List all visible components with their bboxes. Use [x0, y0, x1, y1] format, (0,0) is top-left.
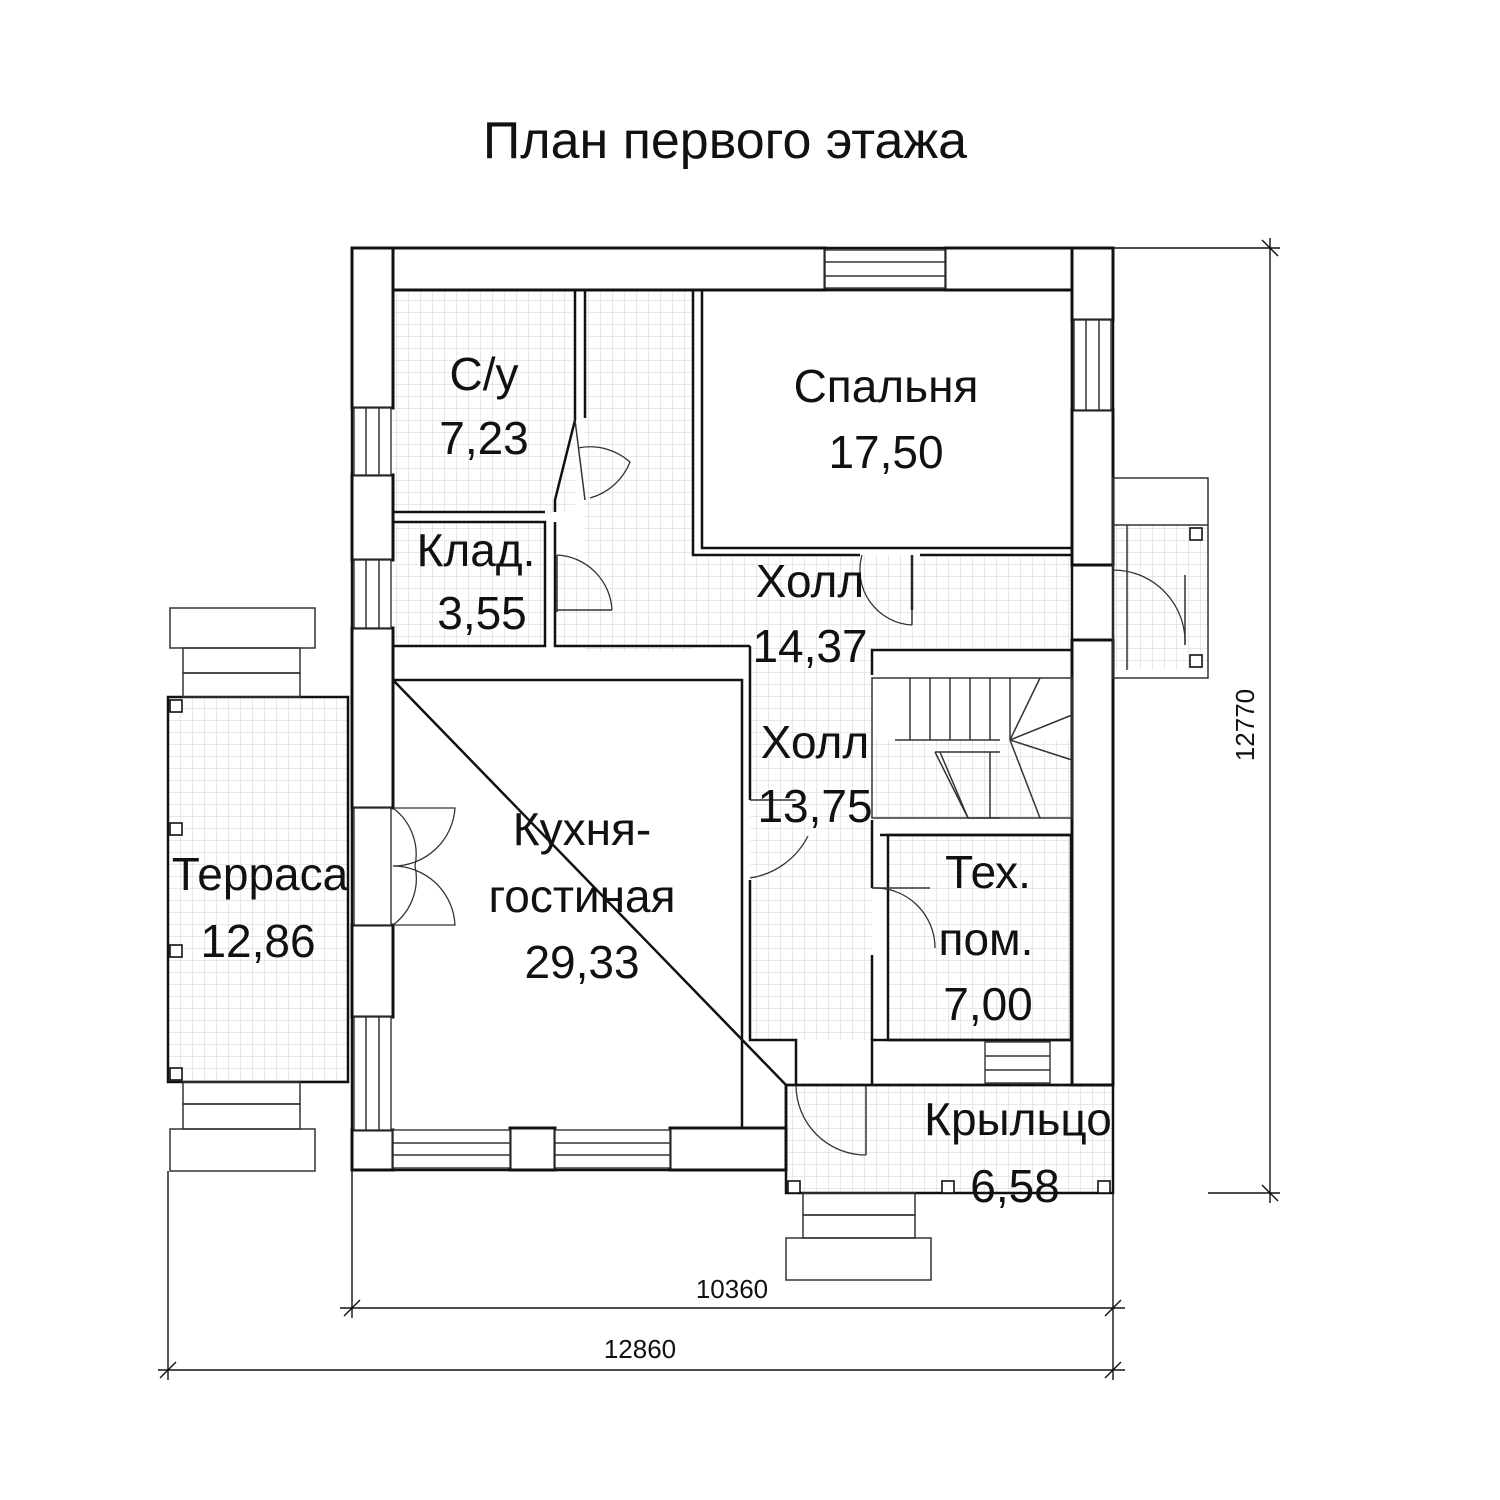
room-labels: С/у 7,23 Спальня 17,50 Клад. 3,55 Холл 1…: [172, 348, 1112, 1212]
door-kitchen-hall: [749, 799, 809, 879]
window-storage: [353, 559, 392, 629]
door-porch: [795, 1084, 867, 1156]
room-terrace-area: 12,86: [200, 915, 315, 967]
tiled-floors: [168, 290, 1208, 1193]
plan-title: План первого этажа: [483, 112, 967, 170]
room-hall-upper-name: Холл: [756, 555, 864, 607]
porch-post: [1097, 1180, 1111, 1194]
door-bathroom: [574, 419, 631, 501]
room-hall-upper-area: 14,37: [752, 620, 867, 672]
terrace-post: [169, 699, 183, 713]
wall-piers: [350, 246, 1115, 1172]
staircase: [871, 677, 1073, 819]
window-kitchen-west: [353, 1016, 392, 1131]
room-bathroom-area: 7,23: [439, 412, 529, 464]
terrace: [166, 607, 350, 1172]
window-top: [824, 249, 946, 289]
room-kitchen-area: 29,33: [524, 936, 639, 988]
room-hall-lower-name: Холл: [761, 716, 869, 768]
room-tech-area: 7,00: [943, 978, 1033, 1030]
room-kitchen-name-1: Кухня-: [513, 803, 651, 855]
door-terrace-double: [353, 807, 456, 926]
window-bedroom-east: [1073, 319, 1112, 411]
room-bedroom-name: Спальня: [794, 360, 979, 412]
east-entrance: [1112, 477, 1209, 679]
window-kitchen-south-1: [392, 1129, 511, 1169]
room-hall-lower-area: 13,75: [757, 780, 872, 832]
door-bedroom: [859, 554, 913, 626]
room-kitchen-name-2: гостиная: [488, 870, 675, 922]
window-bathroom: [353, 407, 392, 476]
room-bathroom-name: С/у: [450, 348, 519, 400]
window-tech-south: [984, 1041, 1051, 1084]
entrance-post: [1189, 654, 1203, 668]
porch-post: [787, 1180, 801, 1194]
room-porch-name: Крыльцо: [924, 1093, 1112, 1145]
door-storage: [555, 554, 613, 612]
dimensions: 10360 12860 12770: [158, 238, 1280, 1380]
windows: [353, 249, 1112, 1169]
terrace-post: [169, 822, 183, 836]
porch-post: [941, 1180, 955, 1194]
window-kitchen-south-2: [554, 1129, 671, 1169]
terrace-post: [169, 944, 183, 958]
room-storage-name: Клад.: [417, 524, 536, 576]
entrance-post: [1189, 527, 1203, 541]
terrace-post: [169, 1067, 183, 1081]
room-terrace-name: Терраса: [172, 848, 349, 900]
dimension-height: 12770: [1230, 689, 1260, 761]
room-tech-name-2: пом.: [939, 913, 1034, 965]
dimension-total-width: 12860: [604, 1334, 676, 1364]
room-storage-area: 3,55: [437, 587, 527, 639]
room-bedroom-area: 17,50: [828, 426, 943, 478]
door-tech: [871, 887, 936, 949]
room-porch-area: 6,58: [970, 1160, 1060, 1212]
room-tech-name-1: Тех.: [945, 846, 1031, 898]
dimension-house-width: 10360: [696, 1274, 768, 1304]
